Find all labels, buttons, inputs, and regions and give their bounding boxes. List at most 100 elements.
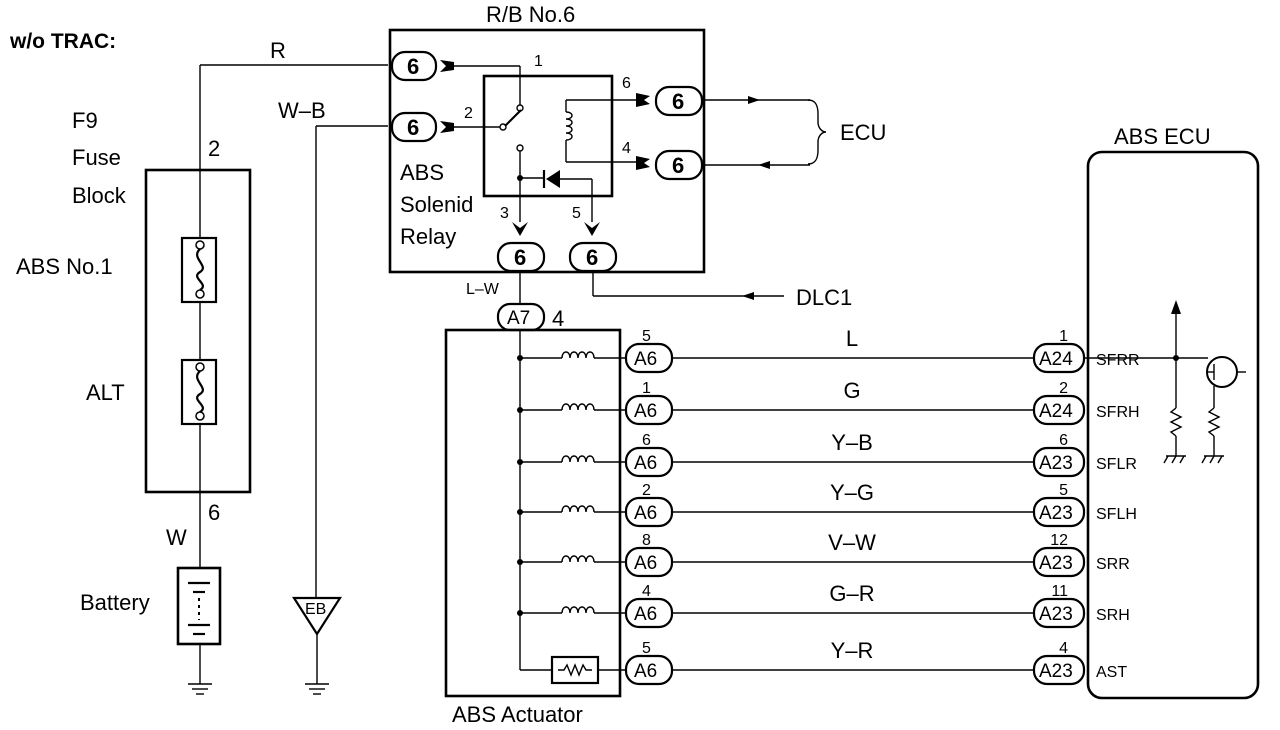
rb-pin-4: 4 <box>622 140 631 157</box>
connector-ecu-label: A23 <box>1039 553 1073 574</box>
connector-ecu <box>1032 546 1086 578</box>
fuse-alt-icon <box>180 358 218 426</box>
battery-icon <box>176 566 222 695</box>
solenoid-coil-icon <box>561 606 595 614</box>
rb-pin-6: 6 <box>622 75 631 92</box>
rb-pin-5: 5 <box>572 205 581 222</box>
connector-ecu <box>1032 446 1086 478</box>
connector-a6-label: A6 <box>634 453 657 474</box>
connector-ecu <box>1032 496 1086 528</box>
abs-actuator-label: ABS Actuator <box>452 702 583 727</box>
wire-color-lw: L–W <box>466 281 500 298</box>
ecu-signal-label: AST <box>1096 664 1127 681</box>
wire-color-r: R <box>270 38 286 63</box>
relay-name-line3: Relay <box>400 224 456 249</box>
svg-text:6: 6 <box>407 115 419 140</box>
abs-ecu-internal-circuit <box>1163 300 1246 464</box>
rb-connector-pin6: 6 <box>636 85 704 117</box>
ecu-label: ECU <box>840 120 886 145</box>
ecu-pin-number: 2 <box>1059 380 1068 397</box>
fuse-abs-no1-icon <box>180 236 218 304</box>
dlc1-label: DLC1 <box>796 285 852 310</box>
a7-pin: 4 <box>552 306 564 331</box>
actuator-pin-number: 6 <box>642 432 651 449</box>
fuse-alt-label: ALT <box>86 380 125 405</box>
ecu-pin-number: 11 <box>1051 583 1068 600</box>
connector-ecu-label: A23 <box>1039 503 1073 524</box>
fuse-abs-no1-label: ABS No.1 <box>16 254 113 279</box>
fuse-block-label-line3: Block <box>72 183 127 208</box>
wire-color-label: V–W <box>828 530 876 555</box>
connector-ecu <box>1032 394 1086 426</box>
solenoid-coil-icon <box>561 403 595 411</box>
ecu-pin-number: 5 <box>1059 482 1068 499</box>
connector-a6-label: A6 <box>634 661 657 682</box>
svg-text:6: 6 <box>672 153 684 178</box>
svg-text:6: 6 <box>586 245 598 270</box>
connector-a6-label: A6 <box>634 604 657 625</box>
relay-name-line2: Solenid <box>400 192 473 217</box>
connector-ecu-label: A24 <box>1039 401 1073 422</box>
rb-pin-2: 2 <box>464 105 473 122</box>
ecu-signal-label: SFRR <box>1096 352 1140 369</box>
fuse-block-label-line2: Fuse <box>72 145 121 170</box>
wire-color-label: G–R <box>829 581 874 606</box>
connector-a6-label: A6 <box>634 503 657 524</box>
ground-eb-icon: EB <box>291 596 343 695</box>
ecu-signal-label: SFLR <box>1096 456 1137 473</box>
ground-eb-label: EB <box>305 601 326 618</box>
actuator-pin-number: 2 <box>642 482 651 499</box>
solenoid-coil-icon <box>561 505 595 513</box>
ecu-signal-label: SRH <box>1096 607 1130 624</box>
ecu-pin-number: 4 <box>1059 640 1068 657</box>
ecu-pin-number: 1 <box>1059 328 1068 345</box>
actuator-pin-number: 5 <box>642 328 651 345</box>
relay-name-line1: ABS <box>400 160 444 185</box>
abs-actuator-box <box>444 328 622 698</box>
rb-connector-pin3: 6 <box>496 241 546 273</box>
battery-label: Battery <box>80 590 150 615</box>
wire-color-wb: W–B <box>278 98 326 123</box>
connector-a6-label: A6 <box>634 553 657 574</box>
connector-ecu-label: A24 <box>1039 349 1073 370</box>
solenoid-coil-icon <box>561 351 595 359</box>
wire-color-label: Y–G <box>830 480 874 505</box>
ecu-signal-label: SFRH <box>1096 404 1140 421</box>
actuator-pin-number: 8 <box>642 532 651 549</box>
connector-a7: A7 <box>496 302 546 332</box>
svg-text:6: 6 <box>514 245 526 270</box>
wire-color-label: L <box>846 326 858 351</box>
svg-text:6: 6 <box>407 54 419 79</box>
ecu-pin-number: 6 <box>1059 432 1068 449</box>
fuse-block-label-line1: F9 <box>72 108 98 133</box>
wire-color-label: G <box>843 378 860 403</box>
connector-a6-label: A6 <box>634 401 657 422</box>
relay-block: R/B No.6 ABS Solenid Relay 6 1 6 2 <box>388 2 706 274</box>
abs-ecu-box <box>1086 150 1260 700</box>
rb-connector-pin5: 6 <box>568 241 618 273</box>
wire-color-label: Y–R <box>831 638 874 663</box>
solenoid-coil-icon <box>561 555 595 563</box>
rb-pin-1: 1 <box>534 53 543 70</box>
relay-block-title: R/B No.6 <box>486 2 575 27</box>
wire-color-w: W <box>166 525 187 550</box>
rb-pin-3: 3 <box>500 205 509 222</box>
connector-ecu-label: A23 <box>1039 453 1073 474</box>
svg-text:6: 6 <box>672 89 684 114</box>
solenoid-coil-icon <box>561 455 595 463</box>
connector-a6-label: A6 <box>634 349 657 370</box>
actuator-pin-number: 5 <box>642 640 651 657</box>
ecu-pin-number: 12 <box>1050 532 1068 549</box>
abs-ecu-label: ABS ECU <box>1114 124 1211 149</box>
ecu-signal-label: SRR <box>1096 556 1130 573</box>
fuse-block: F9 Fuse Block 2 6 ABS No.1 ALT <box>16 65 252 568</box>
wire-color-label: Y–B <box>831 430 873 455</box>
